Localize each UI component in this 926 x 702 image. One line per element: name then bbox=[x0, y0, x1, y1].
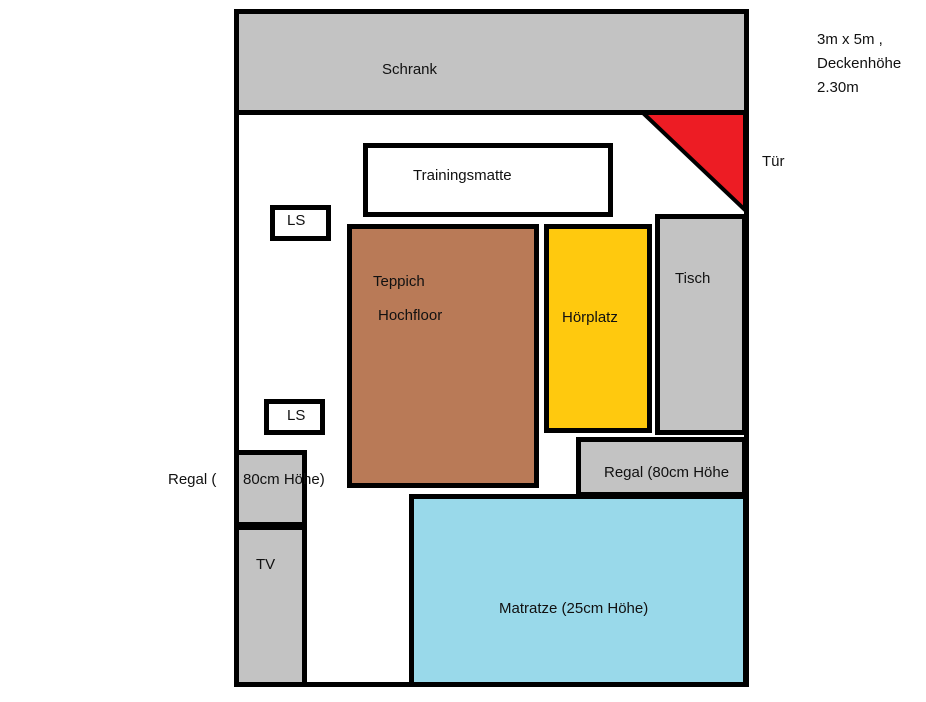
trainingsmatte-label: Trainingsmatte bbox=[413, 167, 512, 184]
ceiling-label: Deckenhöhe bbox=[817, 55, 902, 72]
matratze-mattress bbox=[409, 494, 748, 687]
regal-left-label-prefix: Regal ( bbox=[168, 471, 217, 488]
ceiling-value: 2.30m bbox=[817, 79, 859, 96]
regal-left-label-suffix: 80cm Höhe) bbox=[243, 471, 325, 488]
teppich-carpet bbox=[347, 224, 539, 488]
room-info: 3m x 5m , Deckenhöhe 2.30m bbox=[817, 28, 901, 100]
room-dimensions: 3m x 5m , bbox=[817, 31, 883, 48]
tv-stand bbox=[234, 525, 307, 687]
schrank-label: Schrank bbox=[382, 61, 438, 78]
hoerplatz-listening-spot bbox=[544, 224, 652, 433]
matratze-label: Matratze (25cm Höhe) bbox=[499, 600, 649, 617]
teppich-label: Teppich bbox=[373, 273, 425, 290]
regal-right-shelf: Regal (80cm Höhe bbox=[576, 437, 747, 497]
speaker-bottom-label: LS bbox=[287, 407, 306, 424]
hochfloor-label: Hochfloor bbox=[378, 307, 443, 324]
speaker-top-label: LS bbox=[287, 212, 306, 229]
regal-left-shelf bbox=[234, 450, 307, 527]
trainingsmatte bbox=[363, 143, 613, 217]
tv-label: TV bbox=[256, 556, 276, 573]
speaker-top bbox=[270, 205, 331, 241]
tisch-label: Tisch bbox=[675, 270, 711, 287]
schrank-wardrobe bbox=[234, 9, 749, 115]
regal-right-label: Regal (80cm Höhe bbox=[604, 464, 730, 481]
door-label: Tür bbox=[762, 153, 785, 170]
tisch-table bbox=[655, 214, 747, 435]
speaker-bottom bbox=[264, 399, 325, 435]
hoerplatz-label: Hörplatz bbox=[562, 309, 618, 326]
